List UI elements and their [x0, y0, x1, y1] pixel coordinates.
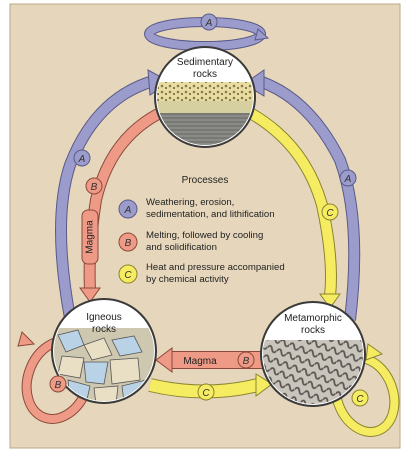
legend-item-c-line2: by chemical activity	[146, 274, 229, 285]
legend-item-c-line1: Heat and pressure accompanied	[146, 262, 285, 273]
badge-b-igneous-text: B	[55, 380, 62, 391]
badge-a-top: A	[200, 13, 218, 31]
badge-c-bottom-text: C	[202, 388, 210, 399]
badge-c-metamorphic-loop: C	[351, 389, 369, 407]
badge-c-metamorphic-text: C	[356, 394, 364, 405]
badge-c-right: C	[321, 203, 339, 221]
process-legend: Processes A Weathering, erosion, sedimen…	[118, 175, 285, 285]
igneous-rocks-node: Igneous rocks	[51, 298, 157, 404]
sedimentary-label-line1: Sedimentary	[177, 57, 233, 68]
badge-a-left: A	[73, 149, 91, 167]
legend-item-a-badge: A	[124, 205, 132, 216]
legend-title: Processes	[182, 175, 229, 186]
legend-item-c: C Heat and pressure accompanied by chemi…	[118, 262, 285, 285]
legend-item-b: B Melting, followed by cooling and solid…	[118, 230, 263, 253]
legend-item-c-badge: C	[124, 270, 132, 281]
igneous-label-line2: rocks	[92, 324, 116, 335]
legend-item-b-line2: and solidification	[146, 242, 217, 253]
badge-a-right: A	[339, 169, 357, 187]
legend-item-b-badge: B	[125, 238, 132, 249]
magma-left-text: Magma	[85, 220, 96, 254]
metamorphic-label-line1: Metamorphic	[284, 313, 342, 324]
legend-item-b-line1: Melting, followed by cooling	[146, 230, 263, 241]
metamorphic-rocks-node: Metamorphic rocks	[260, 301, 366, 407]
badge-c-right-text: C	[326, 208, 334, 219]
arrow-c-right	[248, 108, 341, 309]
badge-a-left-text: A	[78, 154, 86, 165]
badge-b-igneous-loop: B	[49, 375, 67, 393]
badge-c-bottom: C	[197, 383, 215, 401]
badge-b-left: B	[85, 177, 103, 195]
igneous-label-line1: Igneous	[86, 312, 122, 323]
badge-a-right-text: A	[344, 174, 352, 185]
badge-a-top-text: A	[205, 18, 213, 29]
magma-bottom-text: Magma	[183, 356, 217, 367]
badge-b-left-text: B	[91, 182, 98, 193]
metamorphic-label-line2: rocks	[301, 325, 325, 336]
legend-item-a-line2: sedimentation, and lithification	[146, 209, 275, 220]
magma-label-left: Magma	[81, 209, 99, 265]
badge-b-bottom: B	[237, 351, 255, 369]
sedimentary-label-line2: rocks	[193, 69, 217, 80]
badge-b-bottom-text: B	[243, 356, 250, 367]
arrow-a-right	[243, 69, 361, 321]
legend-item-a: A Weathering, erosion, sedimentation, an…	[118, 197, 275, 220]
legend-item-a-line1: Weathering, erosion,	[146, 197, 234, 208]
